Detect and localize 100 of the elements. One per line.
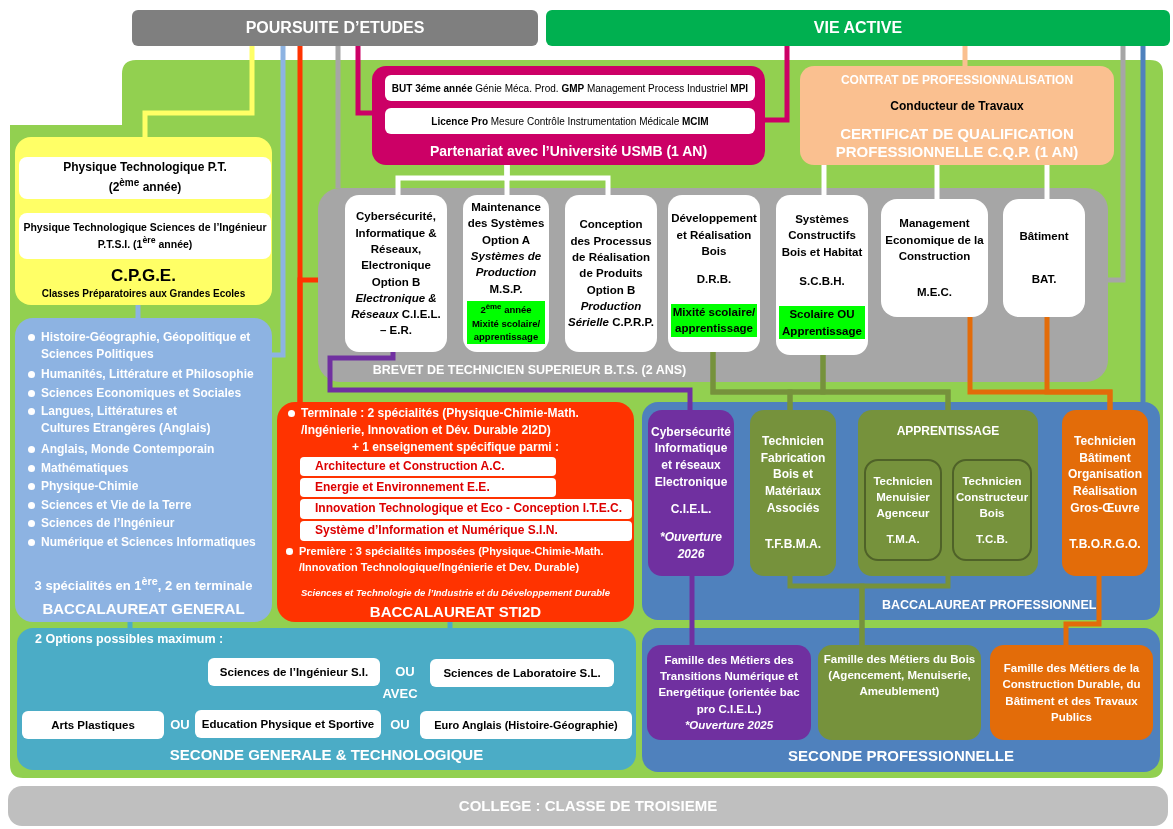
box-label: Management Economique de la Construction (884, 216, 985, 264)
panel-title: C.P.G.E. (110, 265, 177, 287)
box-label: Innovation Technologique et Eco - Conception I.T.E.C. (315, 501, 623, 517)
course-box (1062, 410, 1148, 576)
connector-word: OU (169, 717, 191, 734)
program-box (19, 213, 271, 259)
course-box (345, 195, 447, 352)
box-label: Licence Pro Mesure Contrôle Instrumentation Médicale MCIM (431, 114, 709, 128)
box-label: Arts Plastiques (51, 717, 135, 733)
box-label: Sciences de Laboratoire S.L. (443, 665, 601, 681)
program-panel (318, 188, 1108, 382)
box-label: D.R.B. (696, 272, 732, 288)
box-label: *Ouverture 2026 (659, 528, 723, 563)
option-box (300, 457, 556, 476)
connector-line (127, 622, 133, 628)
panel-title: Partenariat avec l’Université USMB (1 AN) (428, 142, 709, 161)
list-item: Physique-Chimie (27, 478, 267, 496)
connector-line (1140, 46, 1146, 402)
box-label: Conducteur de Travaux (889, 99, 1025, 114)
program-panel (642, 628, 1160, 772)
program-box (19, 157, 271, 199)
option-box (208, 658, 380, 686)
panel-title: BREVET DE TECHNICIEN SUPERIEUR B.T.S. (2 ANS) (371, 362, 688, 379)
box-label: S.C.B.H. (799, 274, 845, 289)
header-bar (132, 10, 538, 46)
program-box (385, 75, 755, 101)
list-item: Numérique et Sciences Informatiques (27, 534, 267, 552)
connector-line (335, 46, 341, 188)
option-box (430, 659, 614, 687)
box-label: 3 spécialités en 1$^{ère}$, 2 en terminale (33, 574, 254, 596)
panel-title: CERTIFICAT DE QUALIFICATION PROFESSIONNELLE C.Q.P. (1 AN) (834, 125, 1080, 161)
course-box (881, 199, 988, 317)
course-box (952, 459, 1032, 561)
list-item: Langues, Littératures et Cultures Etrangères (Anglais) (27, 403, 227, 438)
box-label: Education Physique et Sportive (201, 716, 375, 732)
course-box (565, 195, 657, 352)
list-item: Anglais, Monde Contemporain (27, 441, 267, 459)
course-box (648, 410, 734, 576)
option-box (300, 521, 632, 541)
highlight-tag: 2$^{ème}$ année Mixité scolaire/ apprentissage (467, 300, 545, 344)
connector-line (1108, 46, 1126, 283)
list-item: Première : 3 spécialités imposées (Physique-Chimie-Math. /Innovation Technologique/Ingénierie et Dev. Durable) (285, 544, 632, 576)
box-label: M.E.C. (916, 285, 953, 301)
panel-subtitle: Sciences et Technologie de l’Industrie et du Développement Durable (300, 586, 611, 600)
course-box (1003, 199, 1085, 317)
course-box (647, 645, 811, 740)
box-label: T.B.O.R.G.O. (1069, 536, 1141, 554)
program-panel (15, 137, 272, 305)
program-box (385, 108, 755, 134)
course-box (776, 195, 868, 355)
box-label: Famille des Métiers des Transitions Numérique et Energétique (orientée bac pro C.I.E.L.) (657, 653, 801, 717)
connector-line (447, 622, 453, 628)
connector-line (1044, 165, 1050, 199)
connector-line (859, 576, 951, 645)
header-bar (546, 10, 1170, 46)
connector-line (135, 305, 141, 318)
program-panel (372, 66, 765, 165)
connector-word: OU (389, 717, 411, 734)
box-label: VIE ACTIVE (813, 17, 903, 38)
option-box (300, 478, 556, 497)
box-label: Conception des Processus de Réalisation de Produits Option B Production Sérielle C.P.R.P. (568, 217, 654, 331)
box-label: Systèmes Constructifs Bois et Habitat (780, 212, 864, 260)
program-panel (15, 318, 272, 622)
box-label: Technicien Constructeur Bois (955, 474, 1029, 522)
list-item: Mathématiques (27, 460, 267, 478)
connector-line (962, 46, 968, 66)
list-item: Terminale : 2 spécialités (Physique-Chimie-Math. /Ingénierie, Innovation et Dév. Durable 2I2D) (287, 405, 627, 440)
list-item: Humanités, Littérature et Philosophie (27, 366, 267, 384)
list-item: Sciences Economiques et Sociales (27, 385, 267, 403)
box-label: Cybersécurité, Informatique & Réseaux, Electronique Option B Electronique & Réseaux C.I.E.L. – E.R. (350, 209, 442, 339)
option-box (300, 499, 632, 519)
connector-line (934, 165, 940, 199)
option-box (22, 711, 164, 739)
course-box (864, 459, 942, 561)
program-panel (642, 402, 1160, 620)
connector-line (821, 165, 827, 195)
box-label: T.C.B. (976, 531, 1008, 547)
program-panel (17, 628, 636, 770)
box-label: Sciences de l’Ingénieur S.I. (219, 664, 369, 680)
course-box (463, 195, 549, 352)
box-label: Développement et Réalisation Bois (671, 211, 757, 259)
program-panel (800, 66, 1114, 165)
box-label: C.I.E.L. (670, 501, 712, 519)
box-label: Technicien Fabrication Bois et Matériaux Associés (759, 432, 827, 517)
connector-word: AVEC (381, 686, 419, 703)
course-panel (858, 410, 1038, 576)
box-label: 2 Options possibles maximum : (35, 631, 225, 648)
panel-subtitle: Classes Préparatoires aux Grandes Ecoles (40, 287, 247, 300)
box-label: Bâtiment (1019, 229, 1069, 245)
box-label: Technicien Bâtiment Organisation Réalisation Gros-Œuvre (1067, 432, 1143, 517)
box-label: Maintenance des Systèmes Option A Systèmes de Production M.S.P. (467, 200, 545, 297)
box-label: Physique Technologique P.T. (2$^{ème}$ année) (62, 160, 228, 196)
box-label: Physique Technologique Sciences de l’Ingénieur P.T.S.I. (1$^{ère}$ année) (22, 221, 268, 251)
connector-line (765, 46, 790, 123)
footer-bar (8, 786, 1168, 826)
box-label: T.F.B.M.A. (765, 536, 821, 554)
course-box (990, 645, 1153, 740)
box-label: T.M.A. (886, 531, 920, 547)
connector-line (1044, 317, 1113, 410)
highlight-tag: Scolaire OU Apprentissage (779, 306, 865, 339)
